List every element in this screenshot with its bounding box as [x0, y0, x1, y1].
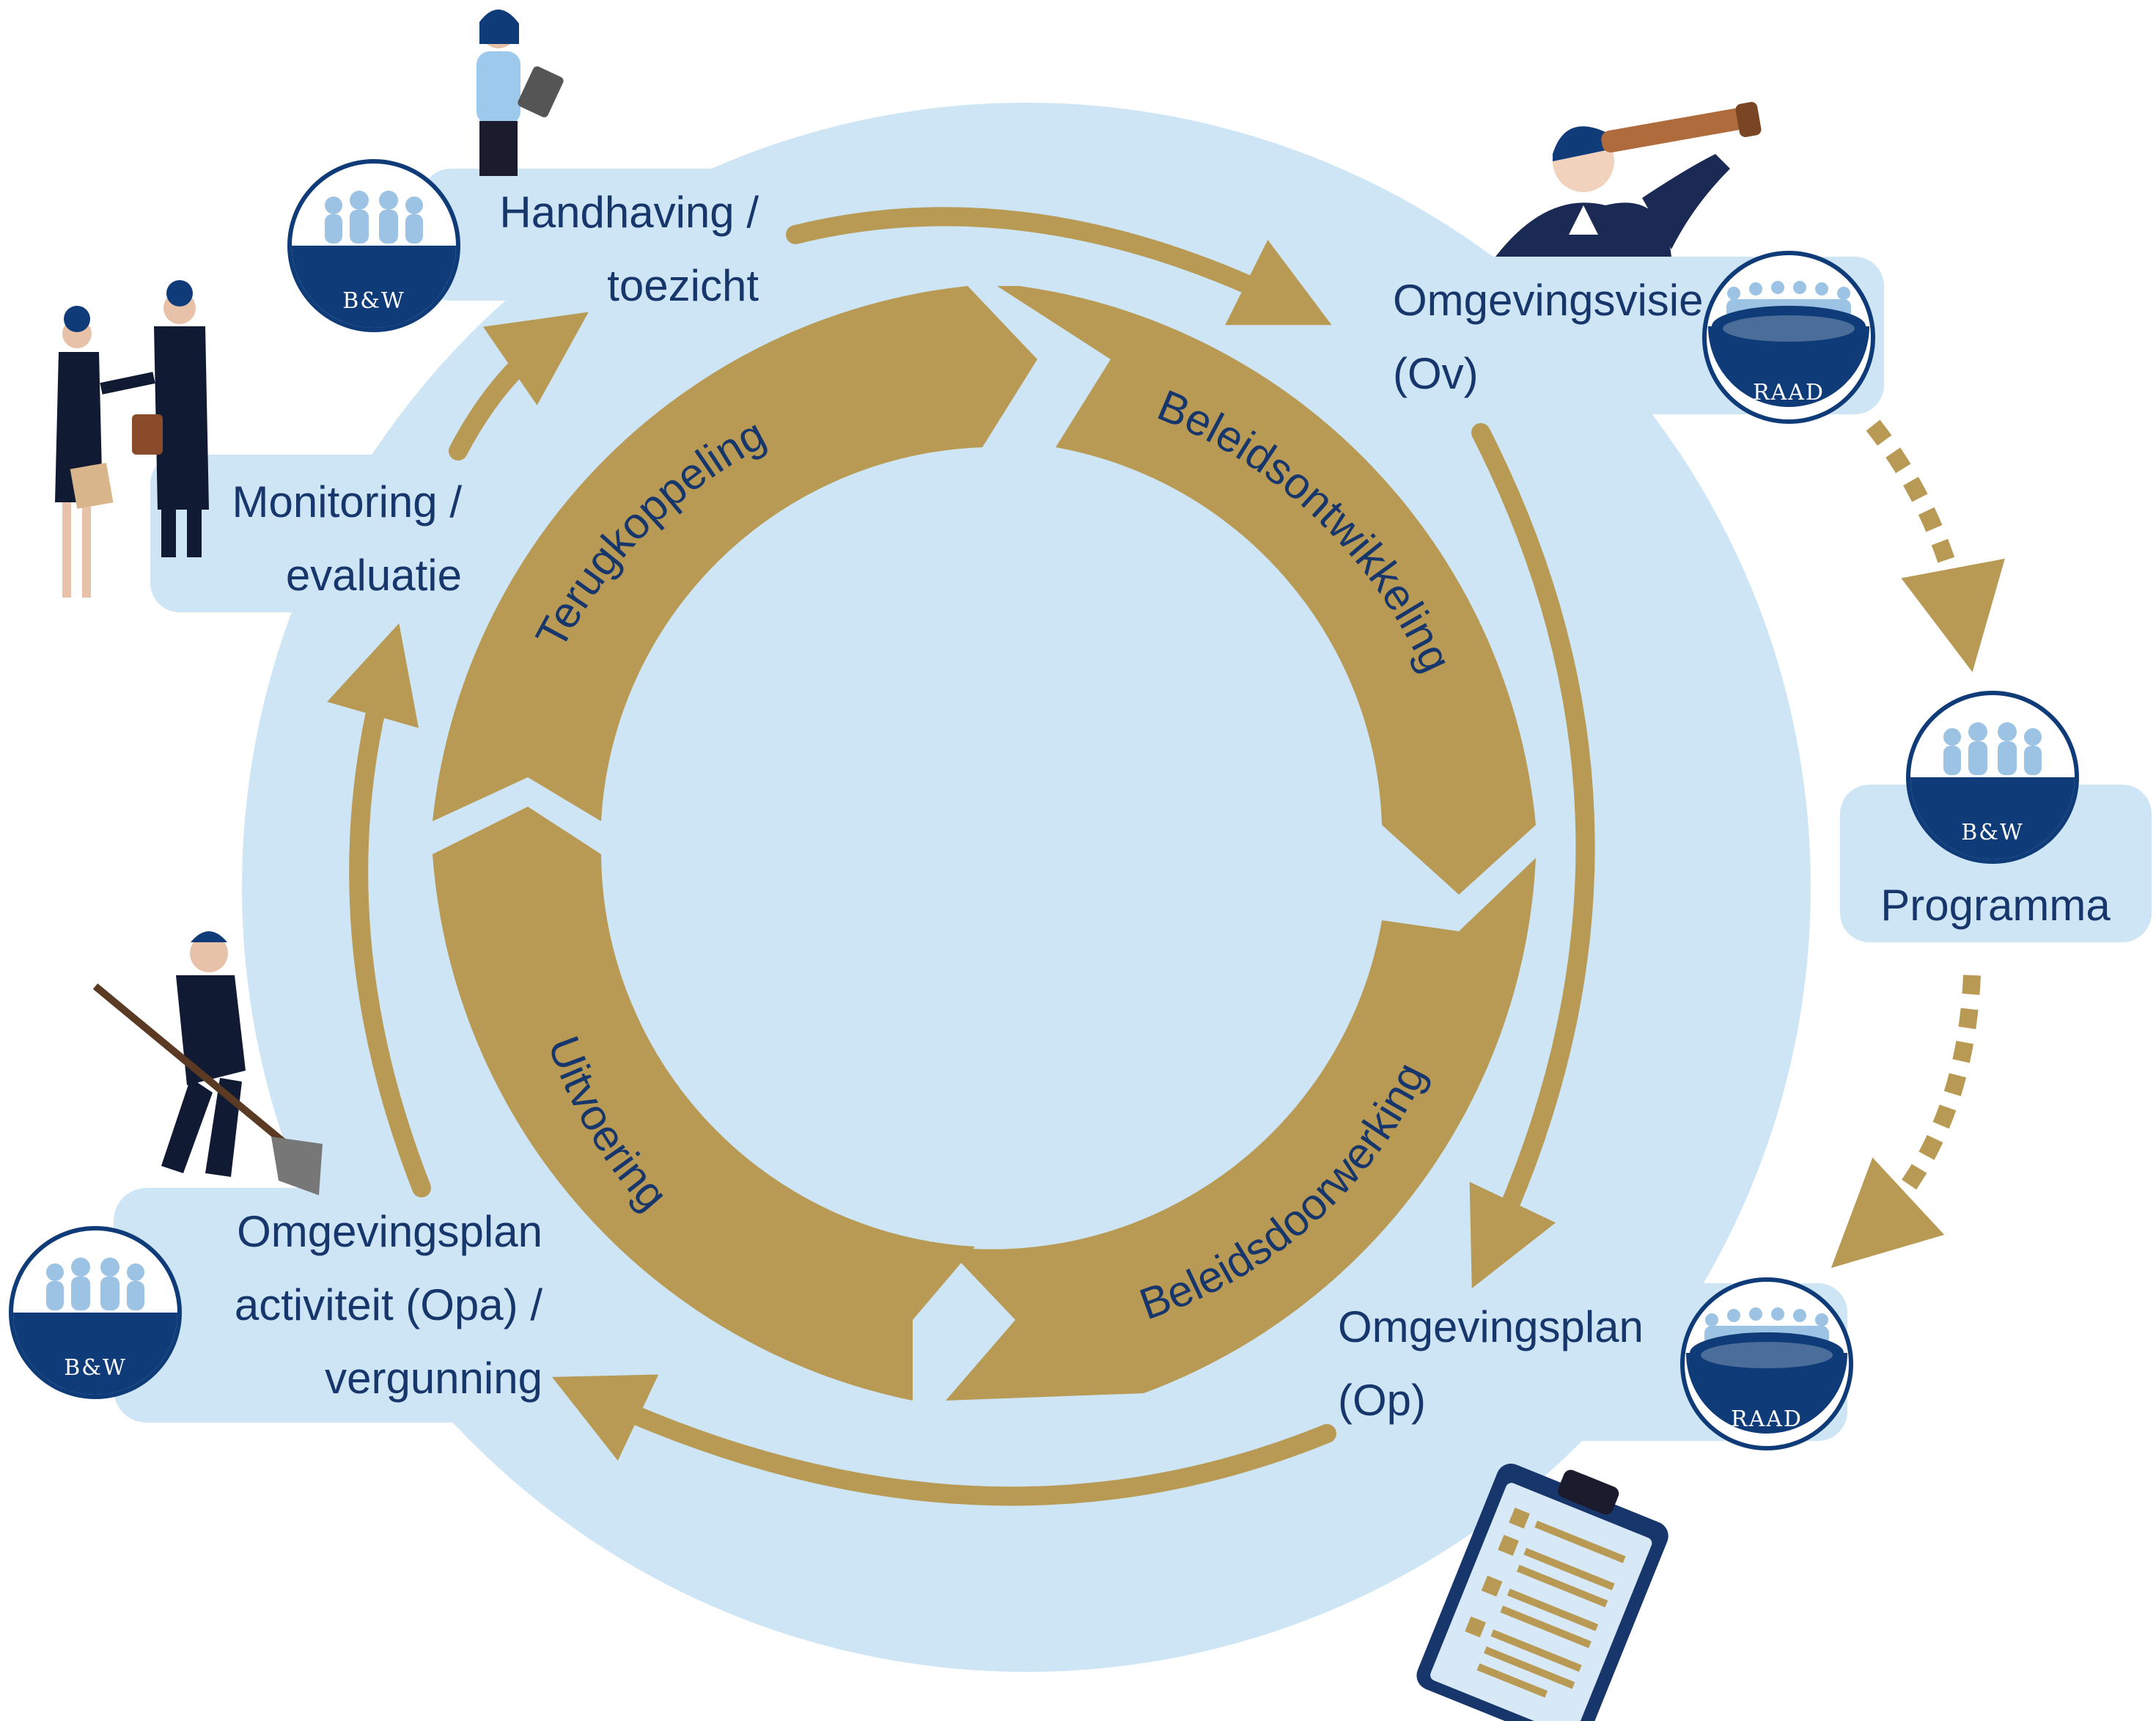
label-omgevingsvisie-2: (Ov): [1393, 349, 1479, 398]
badge-label: RAAD: [1731, 1406, 1803, 1432]
badge-opa: B&W: [9, 1226, 182, 1399]
handshake-people-icon: [55, 280, 209, 598]
woman-with-tablet-icon: [477, 9, 564, 176]
label-omgevingsvisie: Omgevingsvisie: [1393, 276, 1704, 325]
badge-label: B&W: [1961, 820, 2024, 845]
label-omgevingsplan-2: (Op): [1338, 1376, 1426, 1425]
arrow-handhaving-to-visie: [786, 207, 1332, 326]
people-icon: [46, 1258, 144, 1310]
badge-handhaving: B&W: [287, 159, 460, 332]
people-icon: [325, 191, 423, 243]
cycle-ring: [433, 286, 1536, 1401]
dotted-arrows: [1831, 419, 2005, 1269]
arrow-monitoring-to-handhaving: [449, 312, 589, 460]
label-opa-2: activiteit (Opa) /: [235, 1280, 542, 1329]
label-monitoring-2: evaluatie: [286, 551, 462, 600]
badge-label: B&W: [64, 1355, 127, 1381]
label-opa: Omgevingsplan: [237, 1207, 542, 1256]
arrow-programma-to-plan: [1831, 975, 1981, 1269]
man-with-shovel-icon: [92, 931, 323, 1195]
segment-beleidsontwikkeling: [997, 286, 1536, 895]
segment-terugkoppeling: [433, 286, 1037, 821]
people-icon: [1943, 722, 2042, 775]
segment-beleidsdoorwerking: [946, 858, 1536, 1401]
inner-disk: [612, 462, 1375, 1225]
outer-arrows: [327, 207, 1595, 1506]
clipboard-checklist-icon: [1416, 1464, 1668, 1721]
label-programma: Programma: [1880, 881, 2111, 930]
man-with-telescope-icon: [1495, 102, 1762, 257]
arrow-visie-to-plan: [1469, 423, 1595, 1289]
arrow-opa-to-monitoring: [327, 623, 431, 1197]
label-handhaving-2: toezicht: [607, 261, 759, 310]
label-opa-3: vergunning: [325, 1354, 542, 1403]
badge-label: B&W: [342, 288, 405, 314]
box-handhaving: [422, 169, 766, 301]
arrow-visie-to-programma: [1866, 419, 2005, 672]
badge-programma: B&W: [1906, 691, 2079, 864]
label-monitoring: Monitoring /: [232, 477, 463, 526]
label-omgevingsplan: Omgevingsplan: [1338, 1302, 1644, 1351]
badge-omgevingsplan: RAAD: [1680, 1277, 1853, 1450]
segment-uitvoering: [433, 807, 975, 1401]
badge-label: RAAD: [1753, 380, 1825, 406]
box-opa: [114, 1188, 561, 1423]
badge-omgevingsvisie: RAAD: [1702, 251, 1875, 424]
arrow-plan-to-opa: [551, 1374, 1336, 1506]
box-monitoring: [150, 455, 488, 612]
label-handhaving: Handhaving /: [499, 188, 759, 237]
